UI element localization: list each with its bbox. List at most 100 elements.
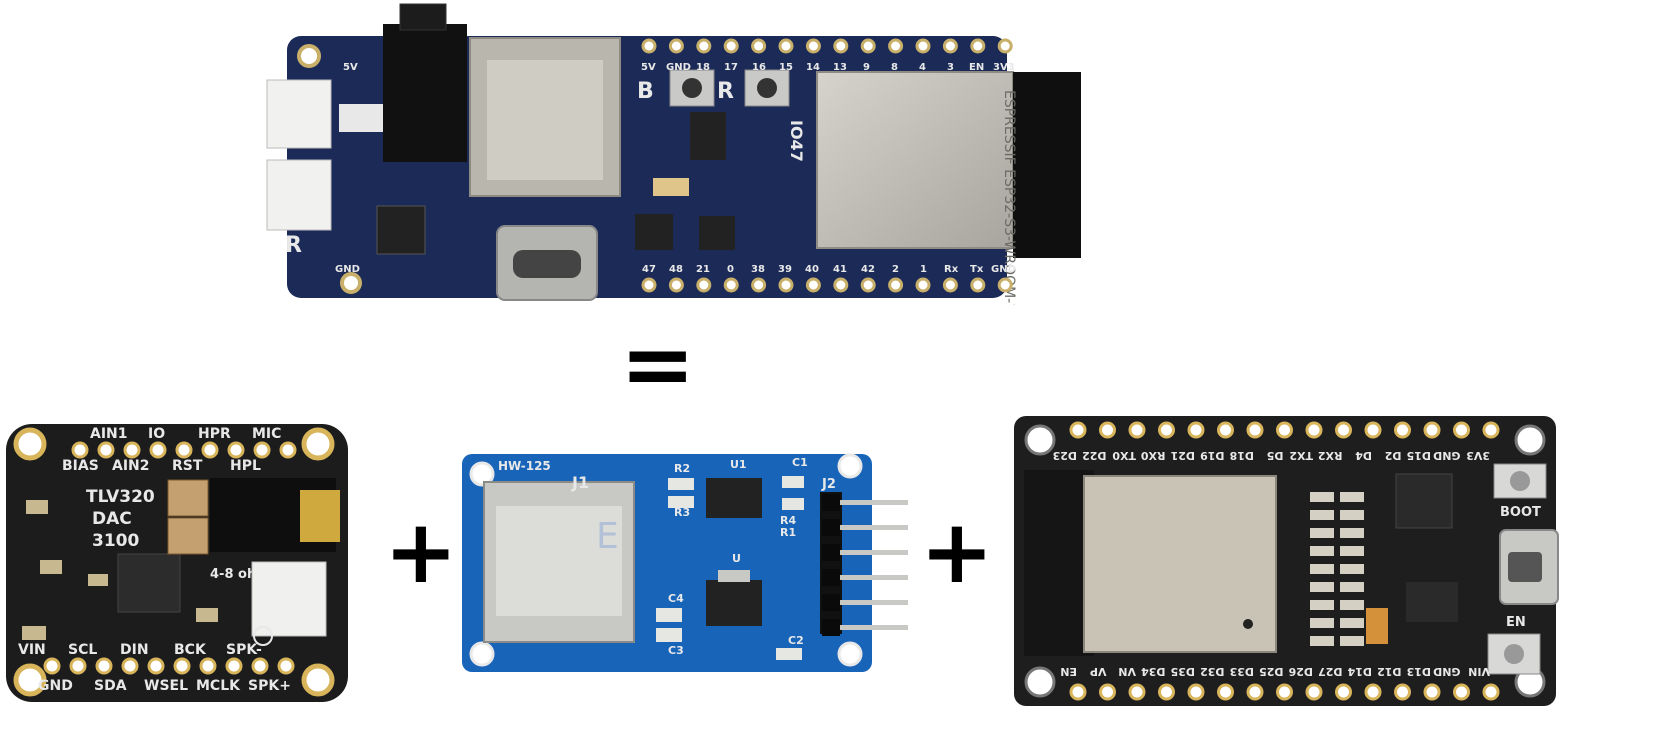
esp32-bottom-pin-label: D33 bbox=[1230, 665, 1254, 678]
smd-part bbox=[1340, 546, 1364, 556]
tlv320-dac-board: AIN1 IO HPR MIC BIAS AIN2 RST HPL TLV320… bbox=[6, 424, 348, 702]
smd-part bbox=[1340, 564, 1364, 574]
smd-part bbox=[40, 560, 62, 574]
pin-hole bbox=[751, 38, 767, 54]
logo-text: YB bbox=[345, 107, 375, 131]
bottom-pin-label: 21 bbox=[696, 264, 710, 275]
smd-part bbox=[1310, 582, 1334, 592]
sd-model-label: HW-125 bbox=[498, 459, 551, 473]
header-pin bbox=[828, 500, 908, 505]
sd-label: C4 bbox=[668, 592, 684, 605]
pin-hole bbox=[43, 657, 61, 675]
pin-hole bbox=[1364, 683, 1382, 701]
dac-pin-label: DIN bbox=[120, 642, 149, 658]
esp32-top-pin-label: D18 bbox=[1230, 449, 1254, 462]
smd-part bbox=[1310, 636, 1334, 646]
reset-button-cap bbox=[757, 78, 777, 98]
header-pin bbox=[828, 525, 908, 530]
esp32-bottom-pin-label: GND bbox=[1433, 665, 1460, 678]
esp32-bottom-pin-label: D35 bbox=[1171, 665, 1195, 678]
capacitor bbox=[776, 648, 802, 660]
dac-pin-label: MCLK bbox=[196, 678, 241, 694]
sd-label: J2 bbox=[821, 477, 836, 492]
pin-hole bbox=[1335, 421, 1352, 439]
esp32-bottom-pin-label: D12 bbox=[1377, 665, 1401, 678]
smd-part bbox=[1310, 600, 1334, 610]
io-label: IO47 bbox=[787, 120, 806, 162]
pin-hole bbox=[641, 277, 657, 293]
sd-label: R1 bbox=[780, 526, 796, 539]
pin-hole bbox=[225, 657, 243, 675]
mount-hole bbox=[1024, 424, 1056, 456]
regulator bbox=[1406, 582, 1458, 622]
header-pin-base bbox=[822, 519, 840, 536]
pin-hole bbox=[751, 277, 767, 293]
esp32-devkit-board: BOOT EN 3V3GNDD15D2D4RX2TX2D5D18D19D21RX… bbox=[1014, 416, 1559, 706]
pin-hole bbox=[860, 277, 876, 293]
pin-hole bbox=[805, 277, 821, 293]
dac-pin-label: HPR bbox=[198, 426, 231, 442]
dac-pin-label: HPL bbox=[230, 458, 261, 474]
esp32-bottom-pin-label: D25 bbox=[1259, 665, 1283, 678]
pin-hole bbox=[123, 441, 141, 459]
usb-uart-chip bbox=[1395, 473, 1453, 529]
plus-sign-1: + bbox=[384, 500, 458, 603]
smd-part bbox=[1340, 600, 1364, 610]
pin-hole bbox=[860, 38, 876, 54]
sd-label: U bbox=[732, 552, 741, 565]
dac-pin-label: SPK- bbox=[226, 642, 262, 658]
smd-part bbox=[196, 608, 218, 622]
pin-hole bbox=[1423, 421, 1441, 439]
esp32-bottom-pin-label: D27 bbox=[1318, 665, 1342, 678]
smd-part bbox=[1310, 492, 1334, 502]
header-pin bbox=[828, 600, 908, 605]
header-pin bbox=[828, 575, 908, 580]
pin-hole bbox=[1246, 683, 1264, 701]
pin-hole bbox=[1453, 683, 1470, 701]
level-shifter-ic bbox=[706, 478, 762, 518]
module-dot bbox=[1243, 619, 1253, 629]
dac-pin-label: WSEL bbox=[144, 678, 188, 694]
regulator bbox=[706, 580, 762, 626]
regulator-chip bbox=[690, 112, 726, 160]
esp32-top-pin-label: D21 bbox=[1171, 449, 1195, 462]
pin-hole bbox=[641, 38, 657, 54]
smd-part bbox=[1340, 492, 1364, 502]
mount-hole bbox=[1024, 666, 1056, 698]
sd-card-module: HW-125 J1 E R2 U1 C1 J2 R3 R4 R1 U C4 C3… bbox=[462, 453, 908, 672]
esp32-top-pin-label: TX2 bbox=[1289, 449, 1313, 462]
smd-part bbox=[1310, 528, 1334, 538]
pin-hole bbox=[277, 657, 295, 675]
capacitor bbox=[782, 498, 804, 510]
bottom-pin-label: 47 bbox=[642, 264, 656, 275]
bottom-pin-label: 1 bbox=[920, 264, 927, 275]
esp32-top-pin-label: D4 bbox=[1355, 449, 1372, 462]
mount-hole bbox=[301, 427, 335, 461]
mount-hole bbox=[340, 272, 362, 294]
pin-hole bbox=[915, 38, 931, 54]
bottom-pin-label: 40 bbox=[805, 264, 819, 275]
audio-jack-barrel bbox=[399, 3, 447, 31]
mount-hole bbox=[13, 663, 47, 697]
dac-pin-label: GND bbox=[38, 678, 73, 694]
smd-part bbox=[1340, 618, 1364, 628]
esp32-top-pin-label: D19 bbox=[1200, 449, 1224, 462]
dac-pin-label: IO bbox=[148, 426, 165, 442]
pin-hole bbox=[1187, 683, 1205, 701]
pin-hole bbox=[175, 441, 193, 459]
mount-hole bbox=[1514, 424, 1546, 456]
top-pin-label: 17 bbox=[724, 62, 738, 73]
top-pin-label: 9 bbox=[863, 62, 870, 73]
header-pin-base bbox=[822, 569, 840, 586]
sd-label: U1 bbox=[730, 458, 747, 471]
bottom-pin-label: 2 bbox=[892, 264, 899, 275]
pin-hole bbox=[1482, 683, 1500, 701]
mount-hole bbox=[469, 461, 495, 487]
dac-chip-name: 3100 bbox=[92, 531, 139, 551]
sd-slot-inner bbox=[487, 60, 603, 180]
dac-pin-label: AIN2 bbox=[112, 458, 150, 474]
top-pin-label: EN bbox=[969, 62, 984, 73]
resistor bbox=[668, 478, 694, 490]
pin-hole bbox=[1099, 421, 1116, 439]
top-pin-label: GND bbox=[666, 62, 691, 73]
